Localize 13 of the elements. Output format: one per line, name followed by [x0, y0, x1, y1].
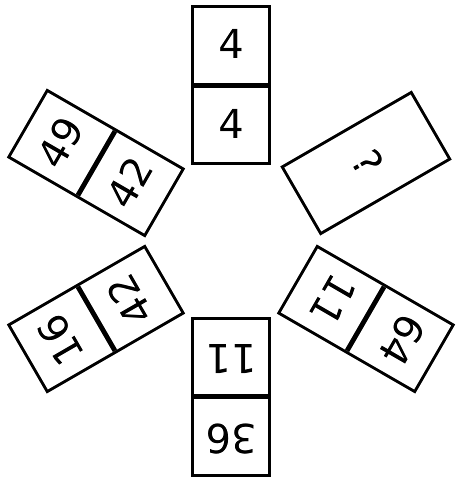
domino-number: 16 [31, 306, 92, 371]
domino-number: 11 [206, 337, 256, 378]
domino-number: 36 [206, 416, 256, 457]
domino-tile [191, 317, 271, 477]
domino-number: 4 [218, 104, 244, 145]
domino-number: 64 [370, 306, 431, 371]
domino-number: 11 [302, 267, 362, 332]
domino-number: 49 [31, 111, 92, 176]
domino-number: 42 [100, 267, 160, 332]
domino-number: 42 [100, 150, 160, 215]
domino-number: 4 [218, 25, 244, 66]
domino-number: ? [343, 144, 389, 182]
domino-tile [191, 5, 271, 165]
